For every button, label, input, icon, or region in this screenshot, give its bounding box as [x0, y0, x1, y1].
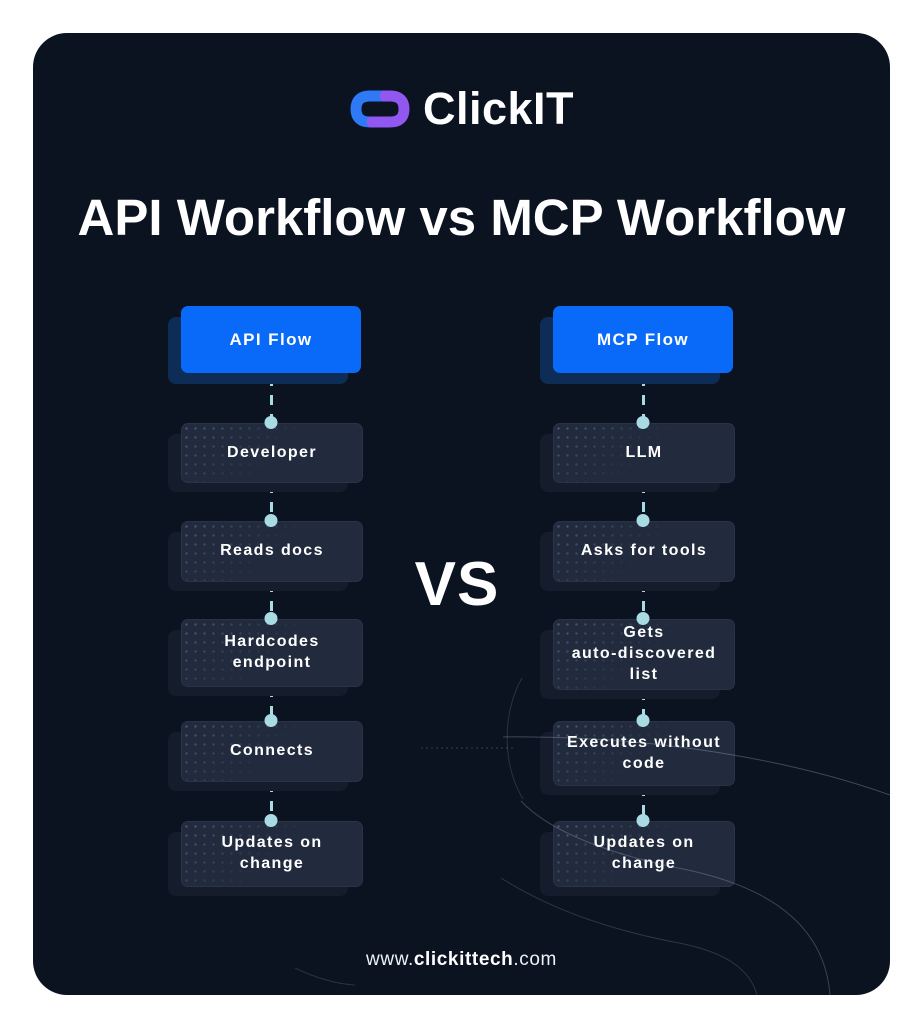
connector-dot	[264, 415, 278, 429]
connector-dot	[636, 713, 650, 727]
api-step-hardcodes-endpoint: Hardcodes endpoint	[168, 611, 363, 696]
connector-dashed-line	[270, 376, 273, 419]
step-box: Updates on change	[181, 821, 363, 887]
header-box: MCP Flow	[553, 306, 733, 373]
step-box: Hardcodes endpoint	[181, 619, 363, 687]
api-step-connects: Connects	[168, 713, 363, 791]
mcp-flow-header: MCP Flow	[540, 306, 733, 384]
mcp-step-updates-on-change: Updates on change	[540, 813, 735, 896]
dot-texture	[182, 424, 362, 482]
connector-dashed-line	[642, 483, 645, 519]
step-label: Executes without code	[561, 733, 727, 775]
connector-dashed-line	[642, 582, 645, 617]
api-flow-header: API Flow	[168, 306, 361, 384]
connector-dashed-line	[642, 376, 645, 419]
dot-texture	[554, 822, 734, 886]
connector-dot	[636, 611, 650, 625]
step-box: Gets auto-discovered list	[553, 619, 735, 690]
step-box: Developer	[181, 423, 363, 483]
step-box: Reads docs	[181, 521, 363, 582]
connector-dot	[264, 513, 278, 527]
mcp-step-gets-auto-discovered-list: Gets auto-discovered list	[540, 611, 735, 699]
clickit-logo-icon	[350, 90, 410, 128]
vs-label: VS	[414, 550, 500, 619]
clickit-logo: ClickIT	[33, 83, 890, 135]
mcp-step-llm: LLM	[540, 415, 735, 492]
api-step-updates-on-change: Updates on change	[168, 813, 363, 896]
footer-url-suffix: .com	[513, 949, 557, 970]
step-label: LLM	[619, 443, 668, 464]
decorative-curves	[294, 677, 890, 995]
header-label: API Flow	[229, 329, 313, 349]
dot-texture	[182, 620, 362, 686]
step-label: Updates on change	[215, 833, 328, 875]
connector-dashed-line	[642, 690, 645, 719]
mcp-step-asks-for-tools: Asks for tools	[540, 513, 735, 591]
dot-texture	[182, 722, 362, 781]
infographic-card: ClickIT API Workflow vs MCP Workflow API…	[33, 33, 890, 995]
step-label: Connects	[224, 741, 320, 762]
mcp-step-executes-without-code: Executes without code	[540, 713, 735, 795]
dot-texture	[182, 522, 362, 581]
connector-dashed-line	[270, 687, 273, 719]
dot-texture	[554, 722, 734, 785]
dot-texture	[554, 620, 734, 689]
api-step-reads-docs: Reads docs	[168, 513, 363, 591]
step-label: Updates on change	[587, 833, 700, 875]
connector-dot	[264, 611, 278, 625]
step-label: Gets auto-discovered list	[566, 623, 723, 685]
footer-url-brand: clickittech	[413, 949, 514, 970]
connector-dot	[636, 813, 650, 827]
connector-dashed-line	[270, 782, 273, 819]
step-box: Asks for tools	[553, 521, 735, 582]
dot-texture	[182, 822, 362, 886]
connector-dashed-line	[270, 582, 273, 617]
api-step-developer: Developer	[168, 415, 363, 492]
step-box: Updates on change	[553, 821, 735, 887]
page-title: API Workflow vs MCP Workflow	[77, 189, 846, 246]
connector-dashed-line	[270, 483, 273, 519]
connector-dot	[636, 513, 650, 527]
dot-texture	[554, 424, 734, 482]
step-label: Hardcodes endpoint	[218, 632, 325, 674]
clickit-logo-text: ClickIT	[422, 83, 575, 134]
step-label: Asks for tools	[575, 541, 713, 562]
connector-dot	[264, 813, 278, 827]
footer-url-prefix: www.	[366, 949, 414, 970]
step-label: Reads docs	[214, 541, 330, 562]
header-label: MCP Flow	[596, 329, 690, 349]
step-box: Executes without code	[553, 721, 735, 786]
header-box: API Flow	[181, 306, 361, 373]
connector-dashed-line	[642, 786, 645, 819]
connector-dot	[264, 713, 278, 727]
step-box: LLM	[553, 423, 735, 483]
dot-texture	[554, 522, 734, 581]
footer-url: www.clickittech.com	[33, 949, 890, 971]
step-label: Developer	[221, 443, 323, 464]
connector-dot	[636, 415, 650, 429]
step-box: Connects	[181, 721, 363, 782]
